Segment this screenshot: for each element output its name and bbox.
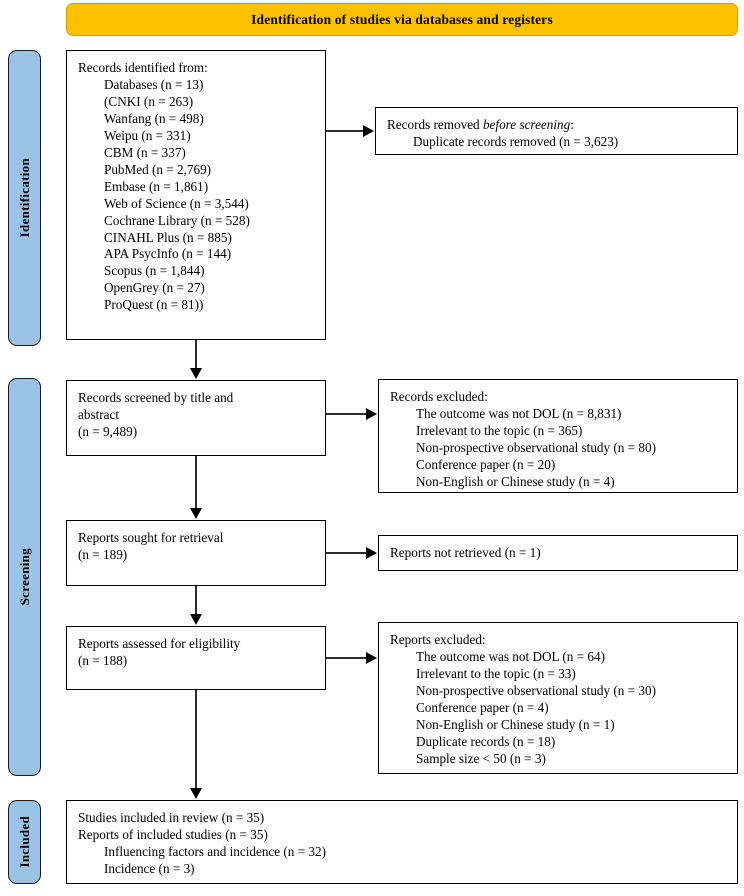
box-line: (n = 9,489) [78, 423, 138, 439]
phase-tab-identification: Identification [8, 50, 41, 346]
list-item: Scopus (n = 1,844) [104, 263, 205, 279]
box-reports-sought: Reports sought for retrieval (n = 189) [66, 520, 326, 586]
heading-emphasis: before screening [482, 117, 571, 132]
box-line: abstract [78, 406, 120, 422]
list-item: APA PsycInfo (n = 144) [104, 246, 232, 262]
box-heading: Reports excluded: [390, 632, 486, 647]
box-studies-included: Studies included in review (n = 35) Repo… [66, 800, 738, 884]
list-item: Non-English or Chinese study (n = 1) [416, 716, 615, 732]
diagram-banner-title: Identification of studies via databases … [66, 3, 738, 36]
box-heading: Records removed before screening: [387, 117, 727, 134]
phase-label-identification: Identification [16, 158, 32, 238]
list-item: Embase (n = 1,861) [104, 178, 209, 194]
connector-screened-to-sought [195, 456, 197, 508]
box-records-removed: Records removed before screening: Duplic… [375, 107, 738, 155]
list-item: Duplicate records removed (n = 3,623) [413, 133, 619, 149]
phase-label-included: Included [16, 816, 32, 868]
box-line: Records screened by title and [78, 390, 234, 405]
list-item: CBM (n = 337) [104, 144, 186, 160]
list-item: (CNKI (n = 263) [104, 93, 194, 109]
box-reports-assessed: Reports assessed for eligibility (n = 18… [66, 626, 326, 690]
box-heading: Records identified from: [78, 60, 208, 75]
list-item: OpenGrey (n = 27) [104, 280, 205, 296]
list-item: Irrelevant to the topic (n = 365) [416, 422, 583, 438]
list-item: Wanfang (n = 498) [104, 110, 204, 126]
list-item: Conference paper (n = 4) [416, 699, 549, 715]
heading-post: : [570, 117, 574, 132]
list-item: Databases (n = 13) [104, 76, 204, 92]
list-item: Duplicate records (n = 18) [416, 733, 556, 749]
arrowhead-assessed-to-included [190, 788, 202, 799]
phase-tab-included: Included [8, 800, 41, 884]
box-reports-excluded: Reports excluded: The outcome was not DO… [378, 622, 738, 774]
box-line: Reports of included studies (n = 35) [78, 826, 268, 842]
list-item: Cochrane Library (n = 528) [104, 212, 250, 228]
box-records-identified: Records identified from: Databases (n = … [66, 50, 326, 340]
box-line: Reports not retrieved (n = 1) [390, 545, 541, 560]
box-records-excluded: Records excluded: The outcome was not DO… [378, 379, 738, 493]
box-line: (n = 188) [78, 652, 128, 668]
box-line: Studies included in review (n = 35) [78, 810, 265, 825]
box-line: Reports sought for retrieval [78, 530, 224, 545]
connector-identified-to-removed [326, 130, 364, 132]
list-item: Influencing factors and incidence (n = 3… [104, 843, 327, 859]
list-item: Incidence (n = 3) [104, 860, 195, 876]
connector-assessed-to-excluded [326, 657, 367, 659]
arrowhead-identified-to-screened [190, 368, 202, 379]
list-item: Non-prospective observational study (n =… [416, 682, 656, 698]
arrowhead-sought-to-assessed [190, 614, 202, 625]
box-heading: Records excluded: [390, 389, 488, 404]
list-item: Weipu (n = 331) [104, 127, 191, 143]
list-item: ProQuest (n = 81)) [104, 297, 204, 313]
connector-identified-to-screened [195, 340, 197, 368]
list-item: Non-English or Chinese study (n = 4) [416, 473, 615, 489]
box-line: (n = 189) [78, 546, 128, 562]
phase-label-screening: Screening [16, 548, 32, 606]
arrowhead-assessed-to-excluded [366, 651, 377, 664]
arrowhead-sought-to-not-retrieved [366, 546, 377, 559]
list-item: Irrelevant to the topic (n = 33) [416, 665, 576, 681]
arrowhead-identified-to-removed [363, 124, 374, 137]
list-item: PubMed (n = 2,769) [104, 161, 212, 177]
box-line: Reports assessed for eligibility [78, 636, 241, 651]
connector-assessed-to-included [195, 690, 197, 788]
connector-sought-to-assessed [195, 586, 197, 614]
list-item: Web of Science (n = 3,544) [104, 195, 249, 211]
list-item: The outcome was not DOL (n = 8,831) [416, 405, 622, 421]
list-item: Non-prospective observational study (n =… [416, 439, 656, 455]
arrowhead-screened-to-sought [190, 508, 202, 519]
list-item: Sample size < 50 (n = 3) [416, 750, 546, 766]
list-item: CINAHL Plus (n = 885) [104, 229, 232, 245]
box-reports-not-retrieved: Reports not retrieved (n = 1) [378, 535, 738, 571]
list-item: The outcome was not DOL (n = 64) [416, 648, 605, 664]
heading-pre: Records removed [387, 117, 483, 132]
arrowhead-screened-to-excluded [366, 407, 377, 420]
connector-sought-to-not-retrieved [326, 552, 367, 554]
connector-screened-to-excluded [326, 413, 367, 415]
list-item: Conference paper (n = 20) [416, 456, 556, 472]
box-records-screened: Records screened by title and abstract (… [66, 380, 326, 456]
phase-tab-screening: Screening [8, 378, 41, 776]
